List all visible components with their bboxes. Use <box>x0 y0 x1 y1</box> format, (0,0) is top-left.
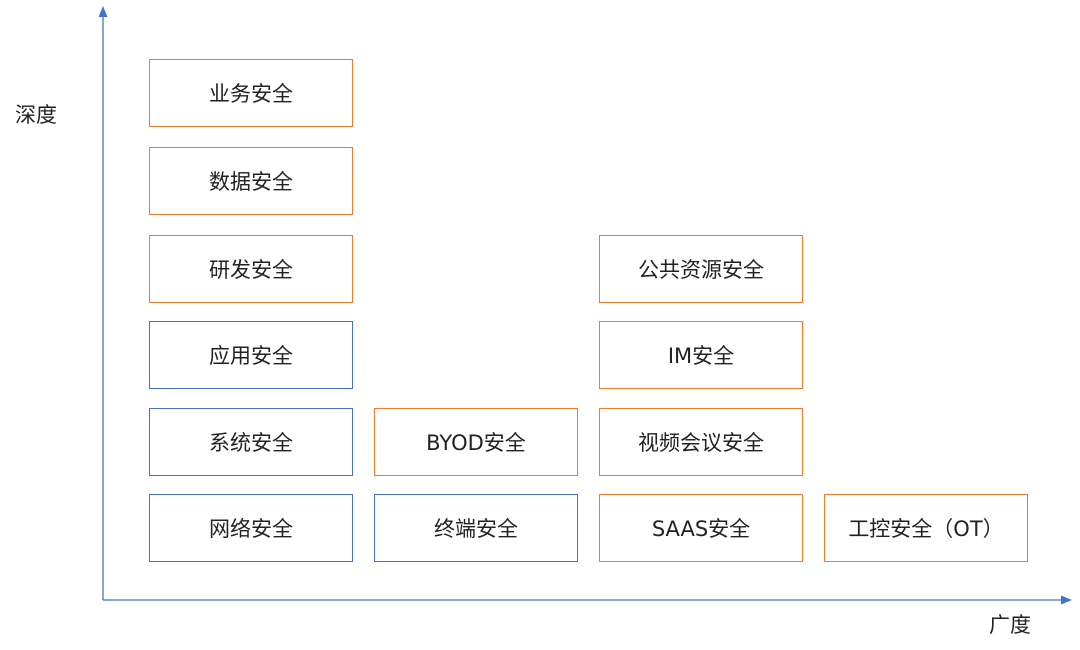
box-data-security: 数据安全 <box>149 147 353 215</box>
box-application-security: 应用安全 <box>149 321 353 389</box>
box-network-security: 网络安全 <box>149 494 353 562</box>
box-ot-security: 工控安全（OT） <box>824 494 1028 562</box>
y-axis-arrow <box>98 6 108 17</box>
y-axis-label: 深度 <box>15 103 57 127</box>
x-axis-arrow <box>1061 595 1072 605</box>
box-system-security: 系统安全 <box>149 408 353 476</box>
box-video-conference-security: 视频会议安全 <box>599 408 803 476</box>
box-endpoint-security: 终端安全 <box>374 494 578 562</box>
box-byod-security: BYOD安全 <box>374 408 578 476</box>
box-rd-security: 研发安全 <box>149 235 353 303</box>
box-business-security: 业务安全 <box>149 59 353 127</box>
box-public-resource-security: 公共资源安全 <box>599 235 803 303</box>
box-im-security: IM安全 <box>599 321 803 389</box>
box-saas-security: SAAS安全 <box>599 494 803 562</box>
x-axis-label: 广度 <box>989 613 1031 637</box>
